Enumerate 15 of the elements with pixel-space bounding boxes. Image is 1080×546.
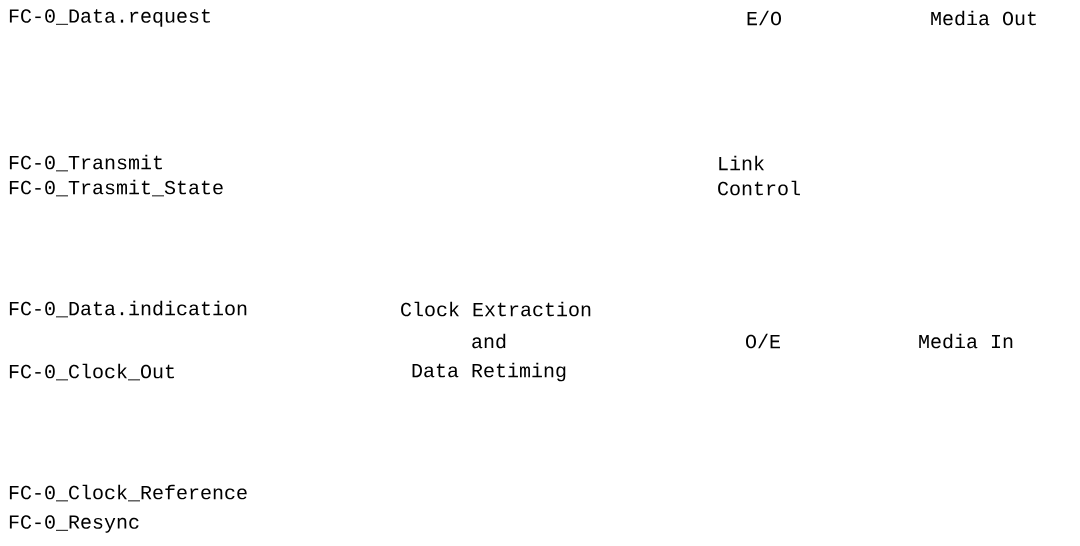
text-label: Media Out [931, 10, 1036, 26]
text-label: FC-0_Clock_Reference [9, 484, 247, 502]
text-label: E/O [747, 10, 781, 26]
text-label: FC-0_Trasmit_State [9, 179, 223, 197]
text-label: Clock Extraction [401, 301, 591, 317]
text-label: FC-0_Resync [9, 515, 139, 533]
text-label: Link Control [718, 155, 800, 196]
text-label: O/E [746, 333, 780, 349]
text-label: FC-0_Data.request [9, 9, 210, 27]
text-label: Data Retiming [412, 362, 566, 382]
text-label: FC-0_Transmit [9, 154, 162, 172]
text-label: FC-0_Clock_Out [9, 363, 174, 381]
text-label: Media In [919, 333, 1013, 349]
text-label: and [472, 333, 506, 349]
text-label: FC-0_Data.indication [9, 300, 247, 318]
